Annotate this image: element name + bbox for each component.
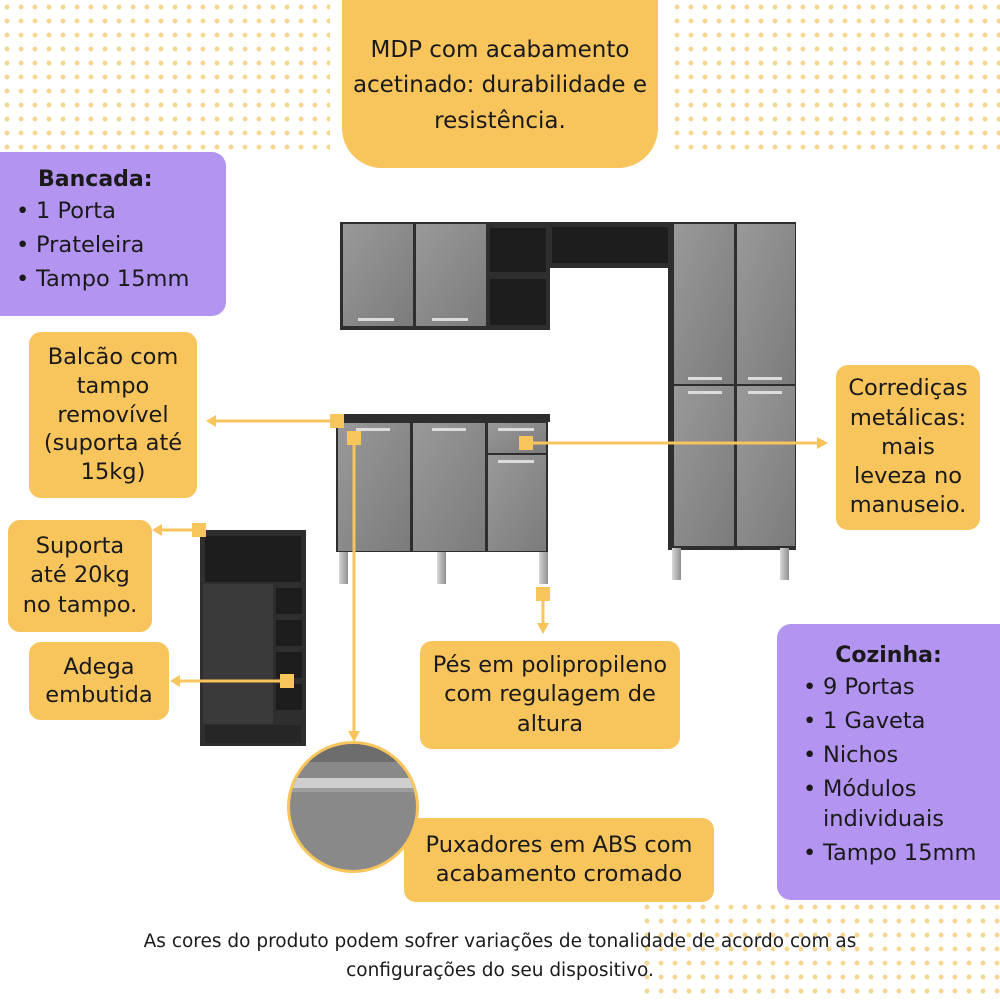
top-note-text: MDP com acabamento acetinado: durabilida… (352, 36, 648, 134)
cozinha-list: 9 Portas 1 Gaveta Nichos Módulos individ… (793, 673, 984, 869)
handle-zoom-circle (287, 741, 419, 873)
callout-pes-text: Pés em polipropileno com regulagem de al… (432, 652, 668, 737)
dot-pattern-bottom-right (640, 900, 1000, 1000)
bancada-list: 1 Porta Prateleira Tampo 15mm (16, 197, 210, 295)
footer-disclaimer: As cores do produto podem sofrer variaçõ… (40, 928, 960, 985)
upper-cabinets (340, 222, 672, 330)
callout-balcao: Balcão com tampo removível (suporta até … (29, 332, 197, 498)
dot-pattern-top-right (670, 0, 1000, 150)
callout-adega-text: Adega embutida (45, 653, 153, 708)
cozinha-item: 1 Gaveta (803, 707, 984, 737)
cozinha-item: Tampo 15mm (803, 839, 984, 869)
footer-line-2: configurações do seu dispositivo. (346, 959, 654, 981)
callout-puxadores-text: Puxadores em ABS com acabamento cromado (425, 831, 693, 887)
wine-rack-cabinet (200, 530, 306, 746)
callout-suporta: Suporta até 20kg no tampo. (8, 520, 152, 632)
cozinha-item: 9 Portas (803, 673, 984, 703)
bancada-item: Prateleira (16, 231, 210, 261)
cozinha-item: Módulos individuais (803, 775, 984, 834)
callout-suporta-text: Suporta até 20kg no tampo. (22, 533, 138, 618)
bancada-title: Bancada: (38, 167, 153, 192)
bancada-panel: Bancada: 1 Porta Prateleira Tampo 15mm (0, 152, 226, 316)
cozinha-title: Cozinha: (835, 643, 942, 668)
callout-arrows (152, 414, 828, 742)
callout-corredicas: Corrediças metálicas: mais leveza no man… (836, 365, 980, 530)
cozinha-panel: Cozinha: 9 Portas 1 Gaveta Nichos Módulo… (777, 624, 1000, 900)
callout-pes: Pés em polipropileno com regulagem de al… (420, 641, 680, 749)
callout-adega: Adega embutida (29, 642, 169, 720)
bancada-item: 1 Porta (16, 197, 210, 227)
dot-pattern-top-left (0, 0, 330, 150)
base-cabinet (334, 414, 550, 584)
top-note: MDP com acabamento acetinado: durabilida… (342, 0, 658, 168)
footer-line-1: As cores do produto podem sofrer variaçõ… (143, 931, 857, 952)
callout-puxadores: Puxadores em ABS com acabamento cromado (404, 818, 714, 902)
callout-corredicas-text: Corrediças metálicas: mais leveza no man… (848, 375, 968, 519)
tall-cabinet (668, 222, 796, 580)
bancada-item: Tampo 15mm (16, 265, 210, 295)
cozinha-item: Nichos (803, 741, 984, 771)
callout-balcao-text: Balcão com tampo removível (suporta até … (43, 344, 183, 486)
